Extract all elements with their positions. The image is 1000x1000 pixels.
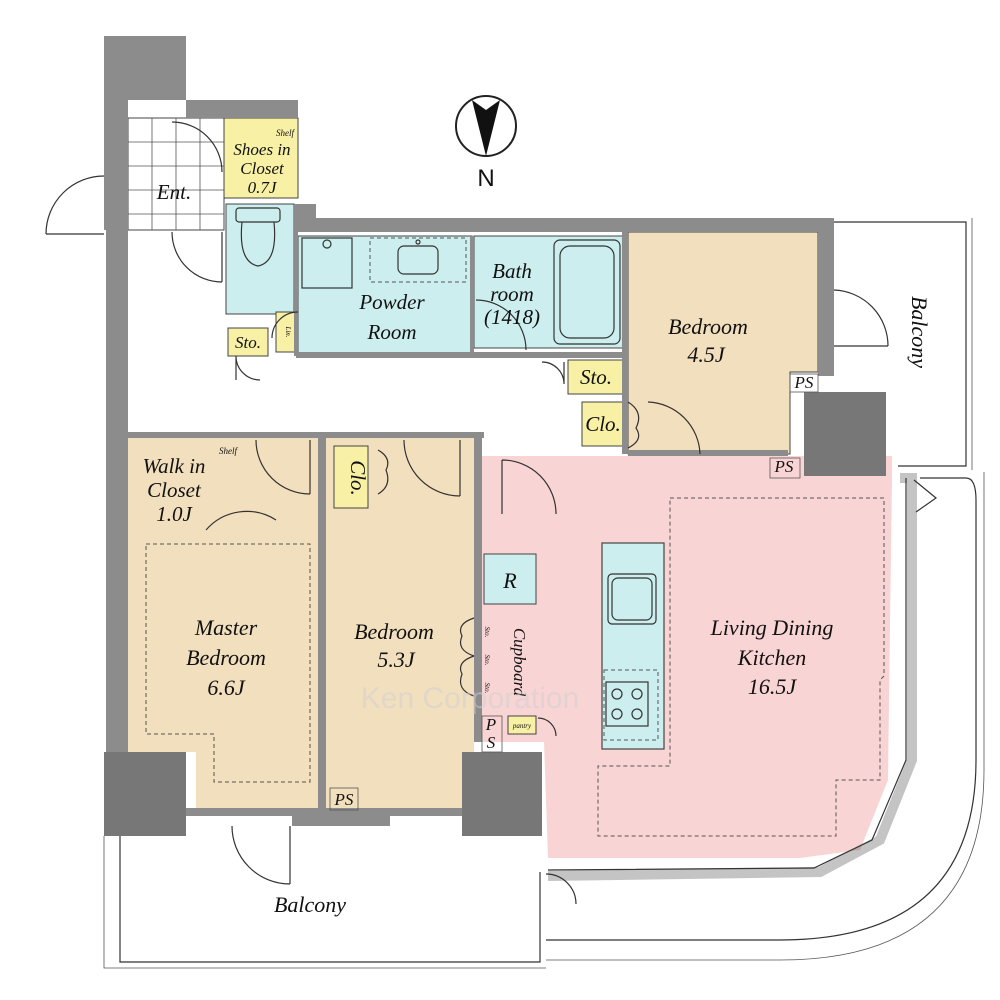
walkin-closet-shelf-label: Shelf <box>219 446 238 456</box>
shower-tray <box>301 237 353 289</box>
master-bedroom-label-1: Master <box>194 615 258 640</box>
balcony-east-outline <box>546 218 985 961</box>
storage-small-3: Sto. <box>483 683 491 694</box>
bathroom-label-1: Bath <box>492 259 532 283</box>
bathtub <box>553 239 621 345</box>
entrance-label: Ent. <box>156 180 191 204</box>
ps-vertical-label-2: S <box>487 733 496 752</box>
shoes-closet-label-2: Closet <box>240 159 285 178</box>
closet-bedroom-label: Clo. <box>346 460 370 496</box>
north-label: N <box>477 165 494 192</box>
ldk-label-2: Kitchen <box>737 645 806 670</box>
bedroom-mid-label: Bedroom <box>354 619 434 644</box>
storage-small-2: Sto. <box>483 655 491 666</box>
closet-hall-label: Clo. <box>585 412 621 436</box>
balcony-east-label: Balcony <box>907 296 932 368</box>
ps-vertical-label-1: P <box>485 715 496 734</box>
north-compass: N <box>455 95 517 192</box>
closet-bedroom-floor <box>333 445 369 509</box>
powder-room-label-2: Room <box>367 320 417 344</box>
master-ceiling-outline <box>145 543 311 783</box>
refrigerator-label: R <box>502 568 517 593</box>
walkin-closet-area: 1.0J <box>156 502 193 526</box>
storage-toilet-floor <box>227 327 269 357</box>
cooktop <box>603 669 659 741</box>
powder-room-floor <box>297 235 473 355</box>
walls <box>104 36 886 836</box>
shoes-closet-shelf-label: Shelf <box>276 128 295 138</box>
walkin-closet-label-1: Walk in <box>143 454 206 478</box>
bedroom-mid-area: 5.3J <box>377 647 416 672</box>
walkin-closet-label-2: Closet <box>147 478 202 502</box>
master-bedroom-floor <box>126 438 318 810</box>
balcony-south-outline <box>103 836 546 969</box>
master-bedroom-label-2: Bedroom <box>186 645 266 670</box>
doors <box>45 121 937 905</box>
pantry-floor <box>507 715 537 735</box>
refrigerator-floor <box>483 553 537 605</box>
bathroom-label-2: room <box>490 282 534 306</box>
ps-top1-label: PS <box>794 373 814 392</box>
ldk-ceiling-outline <box>597 497 885 837</box>
linen-label: Lin. <box>284 325 292 337</box>
shoes-closet-label-1: Shoes in <box>233 140 290 159</box>
cupboard-label: Cupboard <box>510 628 529 697</box>
pantry-label: pantry <box>512 722 532 730</box>
wash-basin <box>369 237 467 283</box>
shoes-closet-area: 0.7J <box>248 178 278 197</box>
north-arrow-icon <box>472 100 500 156</box>
master-bedroom-area: 6.6J <box>207 675 246 700</box>
bathroom-size: (1418) <box>484 305 540 329</box>
storage-small-1: Sto. <box>483 627 491 638</box>
toilet-fixture <box>235 207 281 267</box>
bedroom-small-label: Bedroom <box>668 314 748 339</box>
bay-window <box>547 473 917 881</box>
ldk-label-1: Living Dining <box>710 615 834 640</box>
entrance-floor <box>127 117 225 231</box>
kitchen-sink <box>607 573 657 625</box>
powder-room-label-1: Powder <box>358 290 425 314</box>
balcony-south-label: Balcony <box>274 892 346 917</box>
storage-toilet-label: Sto. <box>235 333 261 352</box>
ldk-area: 16.5J <box>748 674 798 699</box>
storage-hall-label: Sto. <box>580 365 612 389</box>
bathroom-floor <box>473 235 627 349</box>
ps-top2-label: PS <box>774 457 794 476</box>
ldk-floor <box>482 456 892 858</box>
ps-bottom-label: PS <box>334 790 354 809</box>
bedroom-small-area: 4.5J <box>687 342 726 367</box>
watermark: Ken Corporation <box>361 682 579 715</box>
